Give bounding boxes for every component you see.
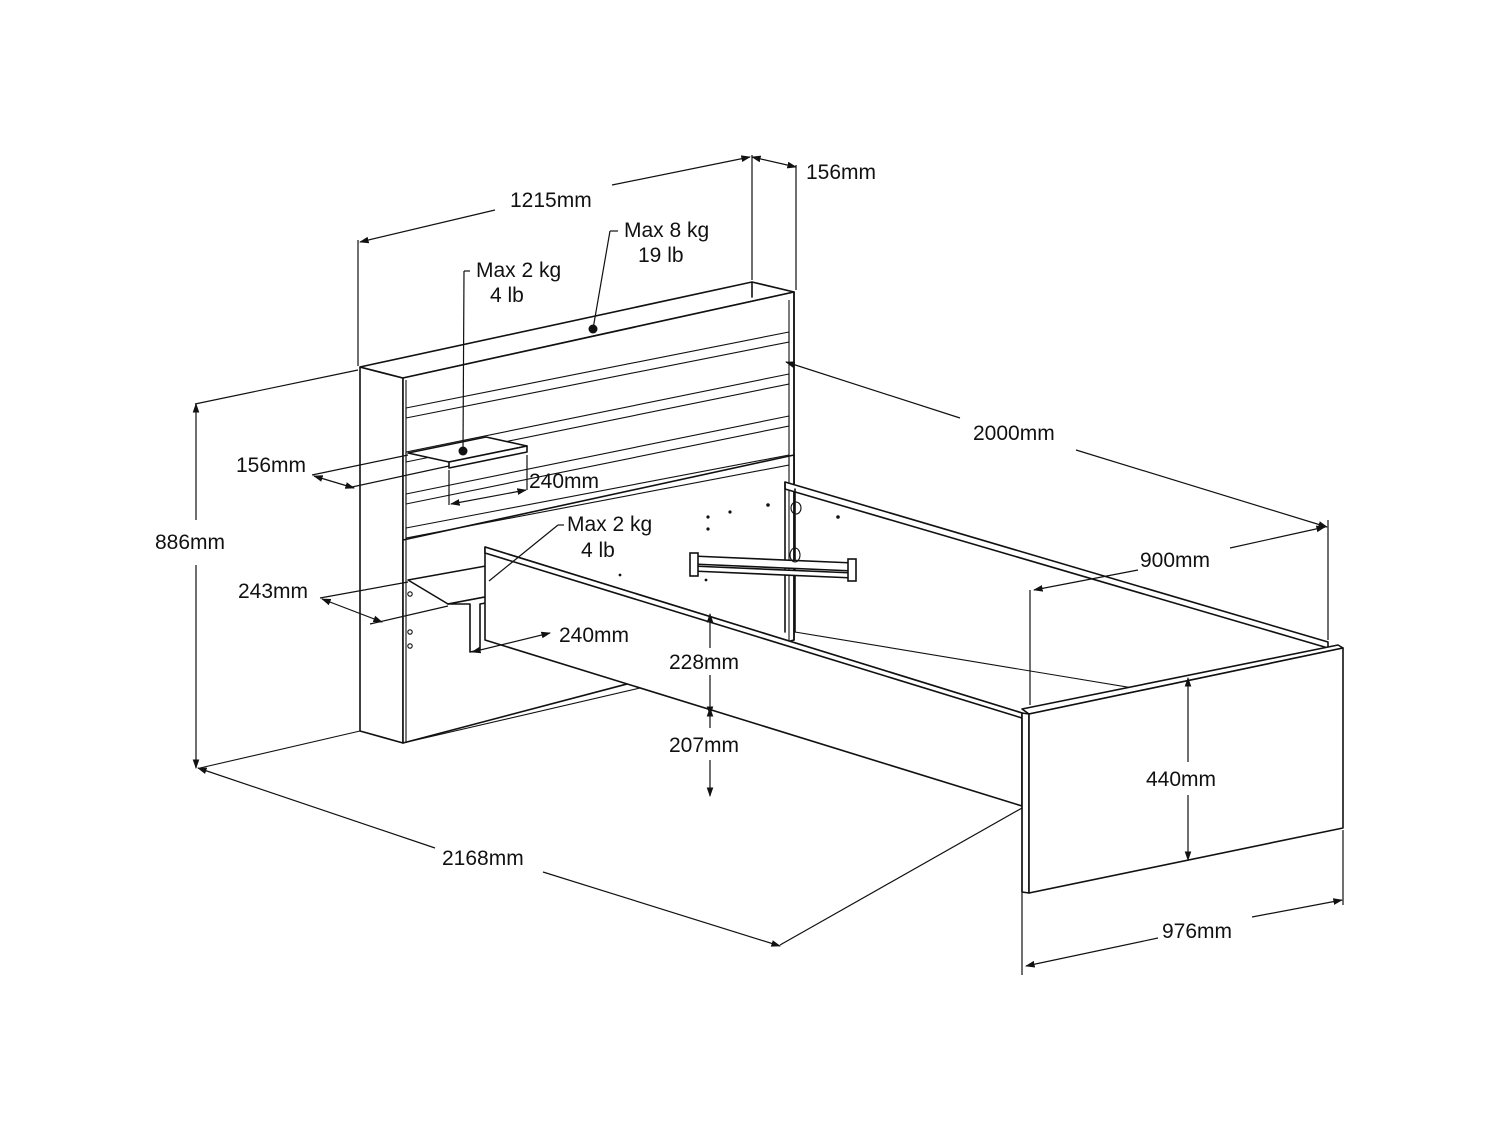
label-overall-length: 2168mm (442, 847, 524, 870)
load-labels: Max 8 kg 19 lb Max 2 kg 4 lb Max 2 kg 4 … (476, 219, 709, 562)
label-headboard-width: 1215mm (510, 189, 592, 212)
label-lower-shelf-width: 240mm (559, 624, 629, 647)
bed-illustration (199, 281, 1344, 894)
label-upper-shelf-max-kg: Max 2 kg (476, 259, 561, 282)
upper-shelf (407, 436, 528, 469)
far-side-rail (784, 481, 1329, 649)
label-lower-shelf-depth: 243mm (238, 580, 308, 603)
hardware-holes (618, 503, 840, 582)
label-top-shelf-max-kg: Max 8 kg (624, 219, 709, 242)
center-support-bracket (689, 501, 857, 582)
label-headboard-depth: 156mm (806, 161, 876, 184)
label-clearance-height: 207mm (669, 734, 739, 757)
label-rail-height: 228mm (669, 651, 739, 674)
label-upper-shelf-width: 240mm (529, 470, 599, 493)
footboard-end-panel (1028, 647, 1344, 894)
footboard-front (1021, 712, 1030, 894)
label-lower-shelf-max-lb: 4 lb (581, 539, 615, 562)
label-upper-shelf-depth: 156mm (236, 454, 306, 477)
label-footboard-height: 440mm (1146, 768, 1216, 791)
label-mattress-width: 900mm (1140, 549, 1210, 572)
label-upper-shelf-max-lb: 4 lb (490, 284, 524, 307)
headboard-side-panel (359, 366, 404, 744)
label-overall-height: 886mm (155, 531, 225, 554)
dimension-labels: 1215mm 156mm 886mm 2000mm 900mm 2168mm 9… (155, 161, 1232, 943)
label-bed-length: 2000mm (973, 422, 1055, 445)
label-overall-width: 976mm (1162, 920, 1232, 943)
label-top-shelf-max-lb: 19 lb (638, 244, 684, 267)
dimension-lines (192, 155, 1344, 975)
label-lower-shelf-max-kg: Max 2 kg (567, 513, 652, 536)
headboard-slats (405, 300, 790, 742)
